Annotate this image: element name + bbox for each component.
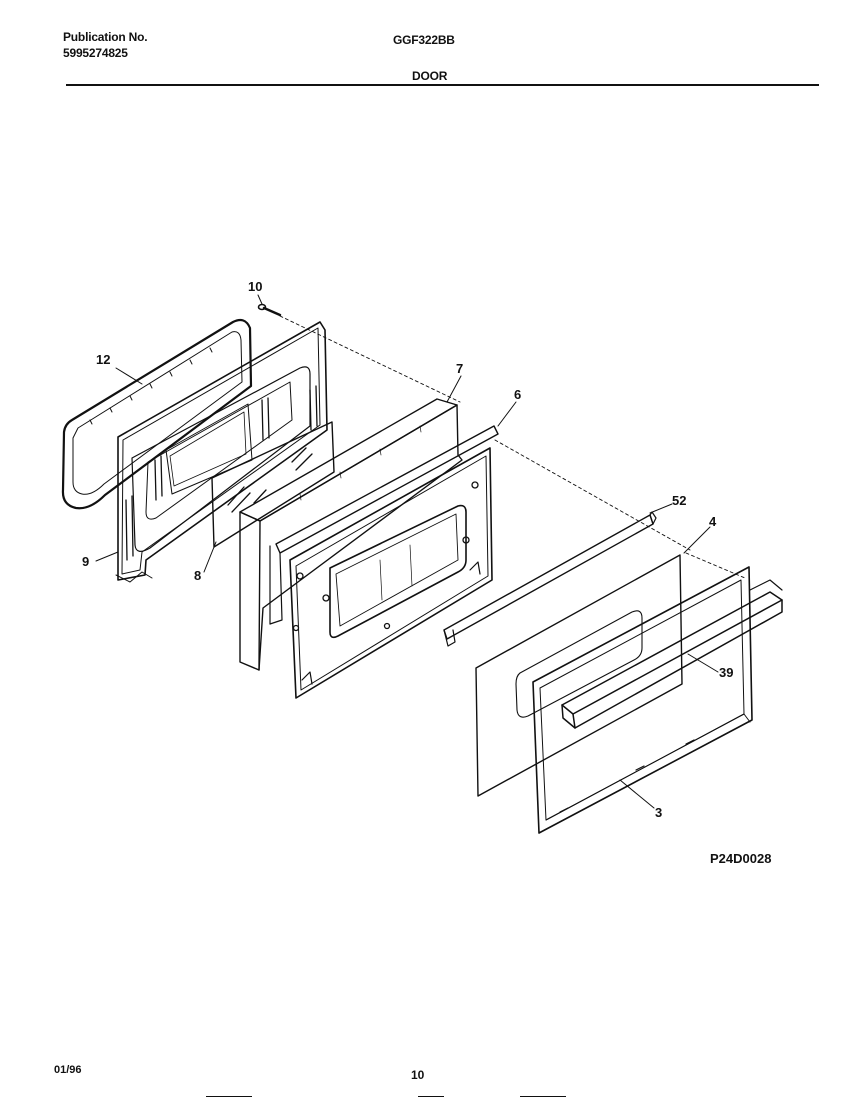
footer-date: 01/96	[54, 1064, 82, 1076]
callout-12: 12	[96, 352, 110, 367]
publication-label: Publication No.	[63, 30, 148, 44]
page-number: 10	[411, 1068, 425, 1082]
screw-part-10	[257, 303, 282, 317]
callout-39: 39	[719, 665, 733, 680]
footer-rule	[418, 1096, 444, 1097]
callout-4: 4	[709, 514, 717, 529]
callout-6: 6	[514, 387, 521, 402]
callout-labels: 10 12 7 6 9 8 52 4 39 3	[82, 279, 733, 820]
callout-9: 9	[82, 554, 89, 569]
footer-rule	[206, 1096, 252, 1097]
header-rule	[66, 84, 819, 86]
callout-leaders	[95, 294, 719, 809]
section-title: DOOR	[412, 69, 448, 83]
callout-8: 8	[194, 568, 201, 583]
inner-door-liner-part-9	[115, 321, 328, 583]
door-frame-panel	[289, 447, 493, 699]
trim-strip-part-52	[443, 511, 657, 647]
callout-10: 10	[248, 279, 262, 294]
outer-glass-part-4	[475, 554, 683, 797]
callout-3: 3	[655, 805, 662, 820]
door-insulation-part-7	[239, 398, 463, 671]
door-gasket-part-12	[61, 318, 253, 510]
callout-52: 52	[672, 493, 686, 508]
door-channel-part-6	[269, 425, 499, 625]
drawing-id: P24D0028	[710, 851, 772, 866]
callout-7: 7	[456, 361, 463, 376]
publication-number: 5995274825	[63, 46, 128, 60]
inner-glass-part-8	[211, 421, 335, 548]
footer-rule	[520, 1096, 566, 1097]
alignment-lines	[279, 315, 746, 579]
outer-frame-part-3	[532, 566, 753, 834]
door-handle-part-39	[561, 579, 783, 729]
model-number: GGF322BB	[393, 33, 455, 47]
